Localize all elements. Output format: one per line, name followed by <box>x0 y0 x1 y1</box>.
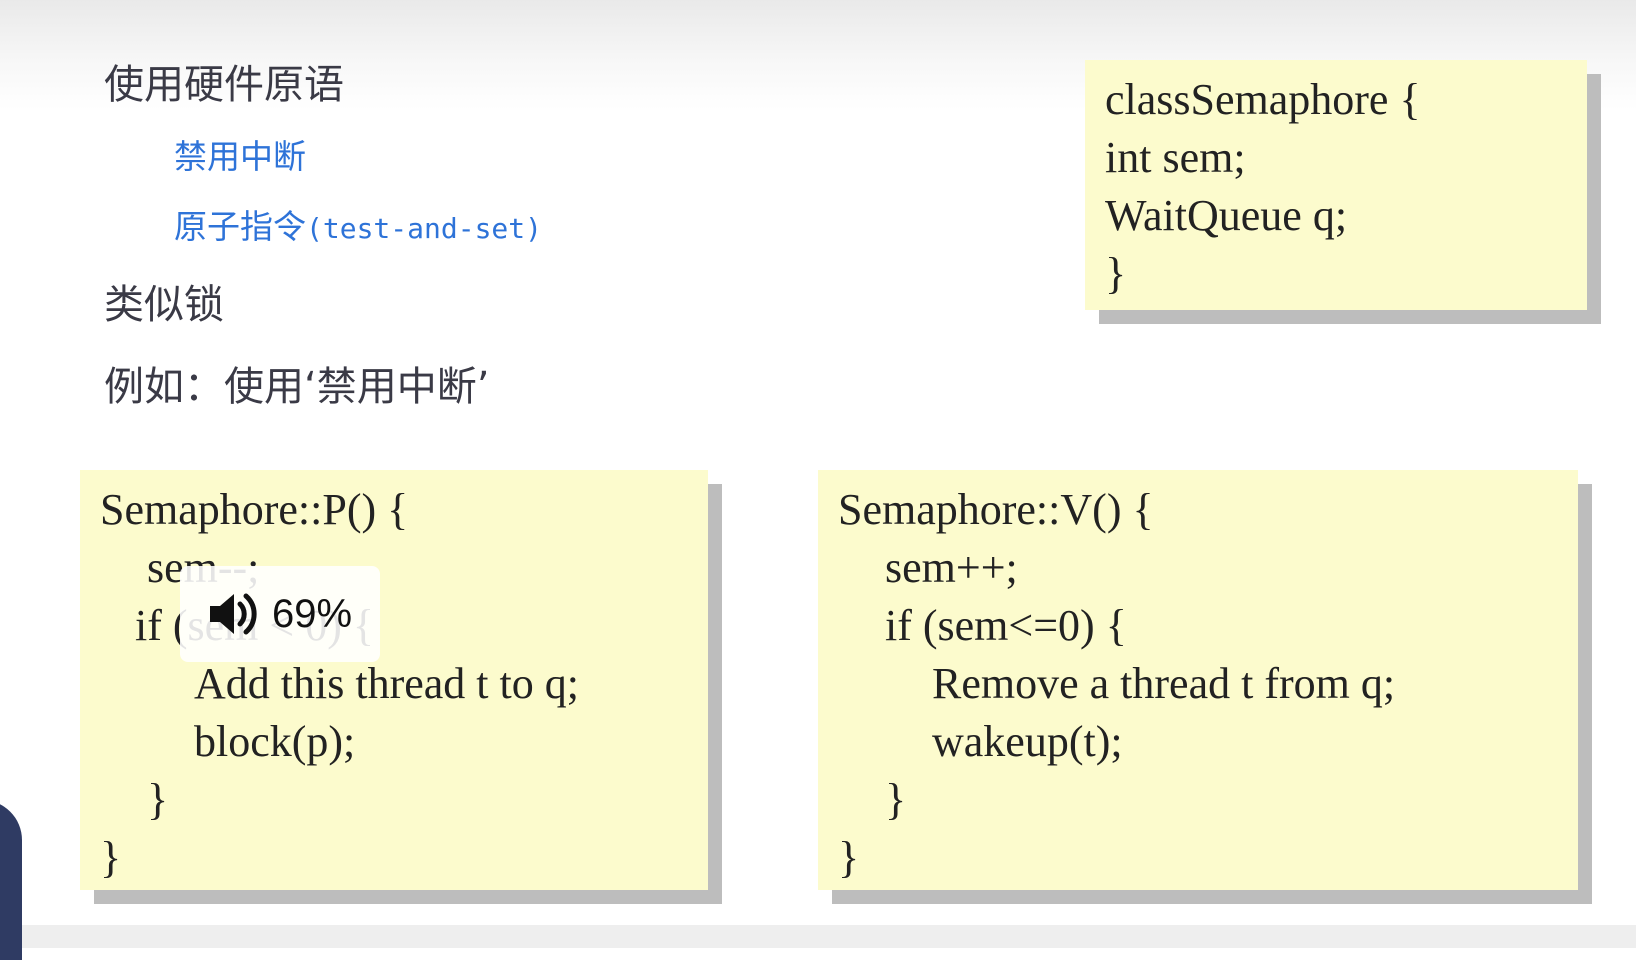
speaker-icon <box>204 586 260 642</box>
subbullet-disable-interrupt: 禁用中断 <box>174 137 306 176</box>
code-line: } <box>100 833 122 882</box>
code-line: if (sem<=0) { <box>885 601 1127 650</box>
code-line: } <box>1105 249 1127 298</box>
semaphore-v-code-box: Semaphore::V() { sem++; if (sem<=0) { Re… <box>818 470 1578 890</box>
code-line: Add this thread t to q; <box>194 659 579 708</box>
bullet-hardware-primitives: 使用硬件原语 <box>104 62 344 108</box>
presenter-silhouette <box>0 800 22 960</box>
bullet-example: 例如：使用‘禁用中断’ <box>104 364 490 410</box>
slide-footer-band <box>0 925 1636 948</box>
semaphore-p-code-box: Semaphore::P() { sem--; if (sem < 0) { A… <box>80 470 708 890</box>
volume-indicator: 69% <box>180 566 380 662</box>
code-line: wakeup(t); <box>932 717 1123 766</box>
atomic-instruction-label: 原子指令 <box>174 207 306 246</box>
code-line: } <box>838 833 860 882</box>
code-line: block(p); <box>194 717 356 766</box>
test-and-set-label: (test-and-set) <box>306 212 543 245</box>
code-line: Semaphore::P() { <box>100 485 409 534</box>
code-line: WaitQueue q; <box>1105 191 1348 240</box>
code-line: } <box>147 775 169 824</box>
volume-level: 69% <box>272 591 353 636</box>
subbullet-atomic-instruction: 原子指令(test-and-set) <box>174 200 542 248</box>
code-line: Semaphore::V() { <box>838 485 1154 534</box>
code-line: int sem; <box>1105 133 1246 182</box>
code-line: classSemaphore { <box>1105 75 1421 124</box>
bullet-lock-like: 类似锁 <box>104 282 224 328</box>
code-line: sem++; <box>885 543 1018 592</box>
code-line: } <box>885 775 907 824</box>
code-line: Remove a thread t from q; <box>932 659 1396 708</box>
class-semaphore-code-box: classSemaphore { int sem; WaitQueue q; } <box>1085 60 1587 310</box>
